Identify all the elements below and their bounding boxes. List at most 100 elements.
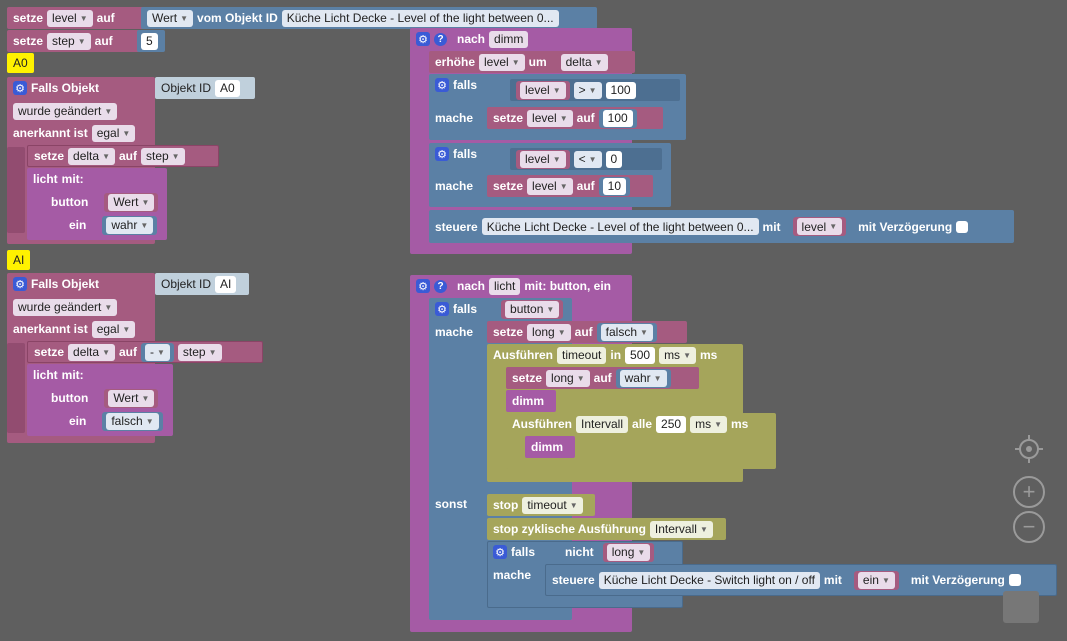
- set-delta-block-a0[interactable]: setze delta▼ auf step▼: [27, 145, 219, 167]
- chevron-down-icon: ▼: [145, 416, 154, 426]
- step-var-dropdown[interactable]: step▼: [140, 147, 185, 165]
- help-icon[interactable]: ?: [434, 279, 447, 293]
- comment-a0[interactable]: A0: [7, 53, 34, 73]
- get-value-block[interactable]: Wert▼: [104, 388, 159, 408]
- object-id-block-ai[interactable]: Objekt ID AI: [155, 273, 249, 295]
- unit-dropdown[interactable]: ms▼: [659, 346, 696, 364]
- number-block[interactable]: 10: [598, 176, 630, 196]
- gear-icon[interactable]: ⚙: [13, 277, 27, 291]
- number-field[interactable]: 5: [141, 32, 158, 50]
- long-var-dropdown[interactable]: long▼: [546, 369, 590, 387]
- object-id-field[interactable]: Küche Licht Decke - Level of the light b…: [481, 218, 759, 235]
- gear-icon[interactable]: ⚙: [435, 302, 449, 316]
- control-level-block[interactable]: steuere Küche Licht Decke - Level of the…: [429, 210, 1014, 243]
- object-id-field[interactable]: Küche Licht Decke - Switch light on / of…: [598, 571, 820, 589]
- gear-icon[interactable]: ⚙: [13, 81, 27, 95]
- zoom-in-button[interactable]: +: [1013, 476, 1045, 508]
- gear-icon[interactable]: ⚙: [435, 78, 449, 92]
- timeout-name-field[interactable]: timeout: [557, 346, 607, 364]
- interval-name-field[interactable]: Intervall: [576, 415, 629, 433]
- call-dimm-block-2[interactable]: dimm: [525, 436, 575, 458]
- set-step-var-dropdown[interactable]: step▼: [47, 32, 91, 50]
- level-var-dropdown[interactable]: level▼: [527, 177, 573, 195]
- delta-var-dropdown[interactable]: delta▼: [68, 147, 115, 165]
- gear-icon[interactable]: ⚙: [416, 279, 430, 293]
- ack-dropdown[interactable]: egal▼: [91, 124, 136, 142]
- increment-block[interactable]: erhöhe level▼ um delta▼: [429, 51, 635, 73]
- gear-icon[interactable]: ⚙: [493, 545, 507, 559]
- changed-row: wurde geändert▼: [7, 100, 123, 122]
- delay-checkbox[interactable]: [1008, 574, 1021, 586]
- number-field[interactable]: 10: [602, 177, 626, 195]
- control-switch-block[interactable]: steuere Küche Licht Decke - Switch light…: [545, 564, 1057, 596]
- function-name-field[interactable]: dimm: [489, 30, 529, 48]
- trash-icon[interactable]: [1003, 591, 1039, 623]
- number-field[interactable]: 100: [605, 81, 636, 99]
- boolean-block[interactable]: wahr▼: [615, 368, 671, 388]
- compare-block-2[interactable]: level▼ <▼ 0: [510, 148, 662, 170]
- set-delta-block-ai[interactable]: setze delta▼ auf -▼ step▼: [27, 341, 263, 363]
- set-level-block-2[interactable]: setze level▼ auf 10: [487, 175, 653, 197]
- object-id-field[interactable]: AI: [215, 275, 237, 293]
- zoom-out-button[interactable]: −: [1013, 511, 1045, 543]
- compare-block-1[interactable]: level▼ >▼ 100: [510, 79, 680, 101]
- if-keyword: falls: [453, 147, 478, 161]
- not-block[interactable]: nicht long▼: [561, 542, 659, 562]
- help-icon[interactable]: ?: [434, 32, 447, 46]
- get-value-block[interactable]: Wert▼: [104, 192, 159, 212]
- comment-ai[interactable]: AI: [7, 250, 31, 270]
- stop-timeout-block[interactable]: stop timeout▼: [487, 494, 595, 516]
- timeout-dropdown[interactable]: timeout▼: [522, 496, 583, 514]
- call-dimm-block[interactable]: dimm: [506, 390, 556, 412]
- set-level-block-1[interactable]: setze level▼ auf 100: [487, 107, 663, 129]
- boolean-block[interactable]: falsch▼: [596, 322, 657, 342]
- operator-dropdown[interactable]: >▼: [573, 81, 602, 99]
- number-field[interactable]: 0: [605, 150, 623, 168]
- step-var-dropdown[interactable]: step▼: [177, 343, 222, 361]
- delay-checkbox[interactable]: [956, 220, 969, 233]
- set-level-block[interactable]: setze level▼ auf: [7, 7, 157, 29]
- crosshair-icon[interactable]: [1013, 433, 1045, 465]
- object-id-field[interactable]: Küche Licht Decke - Level of the light b…: [281, 9, 559, 27]
- interval-dropdown[interactable]: Intervall▼: [649, 520, 713, 538]
- set-level-var-dropdown[interactable]: level▼: [47, 9, 93, 27]
- level-var-dropdown[interactable]: level▼: [527, 109, 573, 127]
- negate-block[interactable]: -▼: [140, 342, 174, 362]
- delta-var-dropdown[interactable]: delta▼: [68, 343, 115, 361]
- level-var-dropdown[interactable]: level▼: [479, 53, 525, 71]
- get-state-block[interactable]: Wert▼ vom Objekt ID Küche Licht Decke - …: [141, 7, 597, 29]
- unit-dropdown[interactable]: ms▼: [690, 415, 727, 433]
- get-ein-block[interactable]: ein▼: [853, 570, 899, 590]
- chevron-down-icon: ▼: [208, 347, 217, 357]
- number-field[interactable]: 100: [602, 109, 633, 127]
- stop-interval-block[interactable]: stop zyklische Ausführung Intervall▼: [487, 518, 726, 540]
- boolean-block[interactable]: falsch▼: [102, 411, 163, 431]
- get-delta-block[interactable]: delta▼: [556, 52, 612, 72]
- get-level-block[interactable]: level▼: [516, 149, 570, 169]
- object-id-block-a0[interactable]: Objekt ID A0: [155, 77, 255, 99]
- set-long-block-1[interactable]: setze long▼ auf falsch▼: [487, 321, 687, 343]
- get-button-block[interactable]: button▼: [501, 299, 564, 319]
- long-var-dropdown[interactable]: long▼: [527, 323, 571, 341]
- number-block[interactable]: 100: [598, 108, 637, 128]
- boolean-block[interactable]: wahr▼: [102, 215, 158, 235]
- interval-number-field[interactable]: 250: [656, 415, 687, 433]
- set-step-block[interactable]: setze step▼ auf: [7, 30, 142, 52]
- get-long-block[interactable]: long▼: [602, 542, 655, 562]
- changed-dropdown[interactable]: wurde geändert▼: [13, 298, 118, 316]
- changed-dropdown[interactable]: wurde geändert▼: [13, 102, 118, 120]
- gear-icon[interactable]: ⚙: [435, 147, 449, 161]
- ack-dropdown[interactable]: egal▼: [91, 320, 136, 338]
- function-name-field[interactable]: licht: [489, 277, 521, 295]
- gear-icon[interactable]: ⚙: [416, 32, 430, 46]
- call-mit: mit:: [61, 172, 84, 186]
- state-attr-dropdown[interactable]: Wert▼: [147, 9, 194, 27]
- get-level-block[interactable]: level▼: [792, 217, 847, 236]
- get-level-block[interactable]: level▼: [516, 80, 570, 100]
- timeout-number-field[interactable]: 500: [625, 346, 656, 364]
- operator-dropdown[interactable]: <▼: [573, 150, 602, 168]
- set-long-block-2[interactable]: setze long▼ auf wahr▼: [506, 367, 699, 389]
- object-id-field[interactable]: A0: [215, 79, 240, 97]
- number-block[interactable]: 5: [137, 30, 165, 52]
